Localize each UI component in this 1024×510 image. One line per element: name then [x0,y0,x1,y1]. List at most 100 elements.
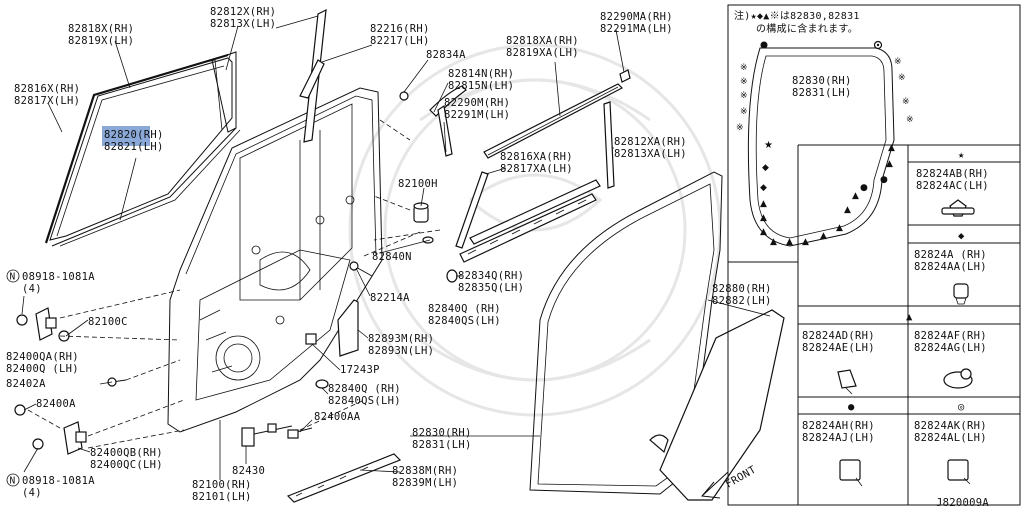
front-arrow [701,471,729,499]
callout-line: 82840N [372,251,412,263]
svg-text:▲: ▲ [760,199,767,209]
label-82100c: 82100C [88,316,128,328]
callout-line: 17243P [340,364,380,376]
clip-icon-triangle-b [943,368,973,389]
label-17243p: 17243P [340,364,380,376]
callout-line: 82819X(LH) [68,35,134,47]
glass-outer-strip [51,127,241,247]
inset-box [727,4,1021,506]
callout-line: 82835Q(LH) [458,282,524,294]
callout-line: 82813X(LH) [210,18,276,30]
svg-text:★: ★ [764,140,773,151]
sealing-pad [337,299,359,357]
label-82830: 82830(RH)82831(LH) [412,427,472,451]
door-check-link [241,423,293,447]
callout-line: 82824AA(LH) [914,261,987,273]
clip-label-star: 82824AB(RH)82824AC(LH) [916,168,989,192]
label-82880: 82880(RH)82882(LH) [712,283,772,307]
door-opening-weatherstrip [529,171,723,495]
seal-strip [459,193,597,263]
svg-text:●: ● [860,183,868,193]
clip-symbol-triangle: ▲ [906,311,913,323]
label-82820: 82820(RH)82821(LH) [104,129,164,153]
clip-label-diamond: 82824A (RH)82824AA(LH) [914,249,987,273]
label-82402a: 82402A [6,378,46,390]
callout-line: (4) [22,283,42,295]
callout-line: 82100C [88,316,128,328]
callout-line: 82819XA(LH) [506,47,579,59]
callout-line: 82824AC(LH) [916,180,989,192]
callout-line: 82291M(LH) [444,109,510,121]
clip-icon-diamond [953,283,969,305]
callout-line: 82818XA(RH) [506,35,579,47]
kick-plate [286,453,402,503]
callout-line: 82400QC(LH) [90,459,163,471]
callout-line: 82430 [232,465,265,477]
label-08918-upper: 08918-1081A(4) [22,271,95,295]
callout-line: 82824AE(LH) [802,342,875,354]
callout-line: 82824AL(LH) [914,432,987,444]
clip-symbol-dot: ● [848,401,855,413]
svg-text:●: ● [880,175,888,185]
window-moulding [455,171,601,249]
label-82840q-lower: 82840Q (RH)82840QS(LH) [328,383,401,407]
circle-n-upper-letter: N [10,272,16,283]
label-82400qb: 82400QB(RH)82400QC(LH) [90,447,163,471]
belt-moulding [483,83,624,159]
sash-tape [603,101,615,189]
clip-label-triangle-right: 82824AF(RH)82824AG(LH) [914,330,987,354]
callout-line: 82812XA(RH) [614,136,687,148]
svg-text:▲: ▲ [836,223,843,233]
callout-line: 08918-1081A [22,271,95,283]
clip-icon-dot [839,459,863,487]
clip-label-double-circle: 82824AK(RH)82824AL(LH) [914,420,987,444]
callout-line: 82812X(RH) [210,6,276,18]
label-82216: 82216(RH)82217(LH) [370,23,430,47]
callout-line: 82290M(RH) [444,97,510,109]
label-82290m: 82290M(RH)82291M(LH) [444,97,510,121]
label-82400qa: 82400QA(RH)82400Q (LH) [6,351,79,375]
callout-line: 82820(RH) [104,129,164,141]
svg-text:※: ※ [736,123,744,133]
callout-line: 82893N(LH) [368,345,434,357]
callout-line: 82400QB(RH) [90,447,163,459]
callout-line: 82400A [36,398,76,410]
clip-82290ma [619,69,631,83]
clip-icon-double-circle [947,459,971,485]
label-82400aa: 82400AA [314,411,361,423]
callout-line: 82824AG(LH) [914,342,987,354]
svg-text:※: ※ [894,57,902,67]
svg-text:▲: ▲ [844,205,851,215]
callout-line: 82839M(LH) [392,477,458,489]
clip-symbol-star: ★ [958,149,965,161]
plug-82840q-lower [315,379,329,389]
inset-seal-loop [747,40,895,247]
svg-text:▲: ▲ [802,237,809,247]
clip-symbol-diamond: ◆ [958,230,965,242]
rear-door-panel [167,87,383,433]
callout-line: 82824AB(RH) [916,168,989,180]
callout-line: 82813XA(LH) [614,148,687,160]
callout-line: 82834Q(RH) [458,270,524,282]
label-82100h: 82100H [398,178,438,190]
callout-line: 82824AD(RH) [802,330,875,342]
callout-line: 82840Q (RH) [428,303,501,315]
bolt-82400aa [287,427,313,439]
dashed-guides [27,119,441,449]
svg-text:▲: ▲ [760,227,767,237]
label-82816x: 82816X(RH)82817X(LH) [14,83,80,107]
circle-n-upper [6,269,20,283]
label-82812x: 82812X(RH)82813X(LH) [210,6,276,30]
label-82400a: 82400A [36,398,76,410]
callout-line: 82817X(LH) [14,95,80,107]
callout-line: 82216(RH) [370,23,430,35]
callout-line: 82882(LH) [712,295,772,307]
circle-n-lower [6,473,20,487]
svg-text:◆: ◆ [762,163,769,173]
callout-line: 82840QS(LH) [428,315,501,327]
inset-labels: 注)★◆▲※は82830,82831 の構成に含まれます。 82830(RH)8… [734,9,989,444]
callout-line: 82824AK(RH) [914,420,987,432]
inner-liner [649,309,785,501]
